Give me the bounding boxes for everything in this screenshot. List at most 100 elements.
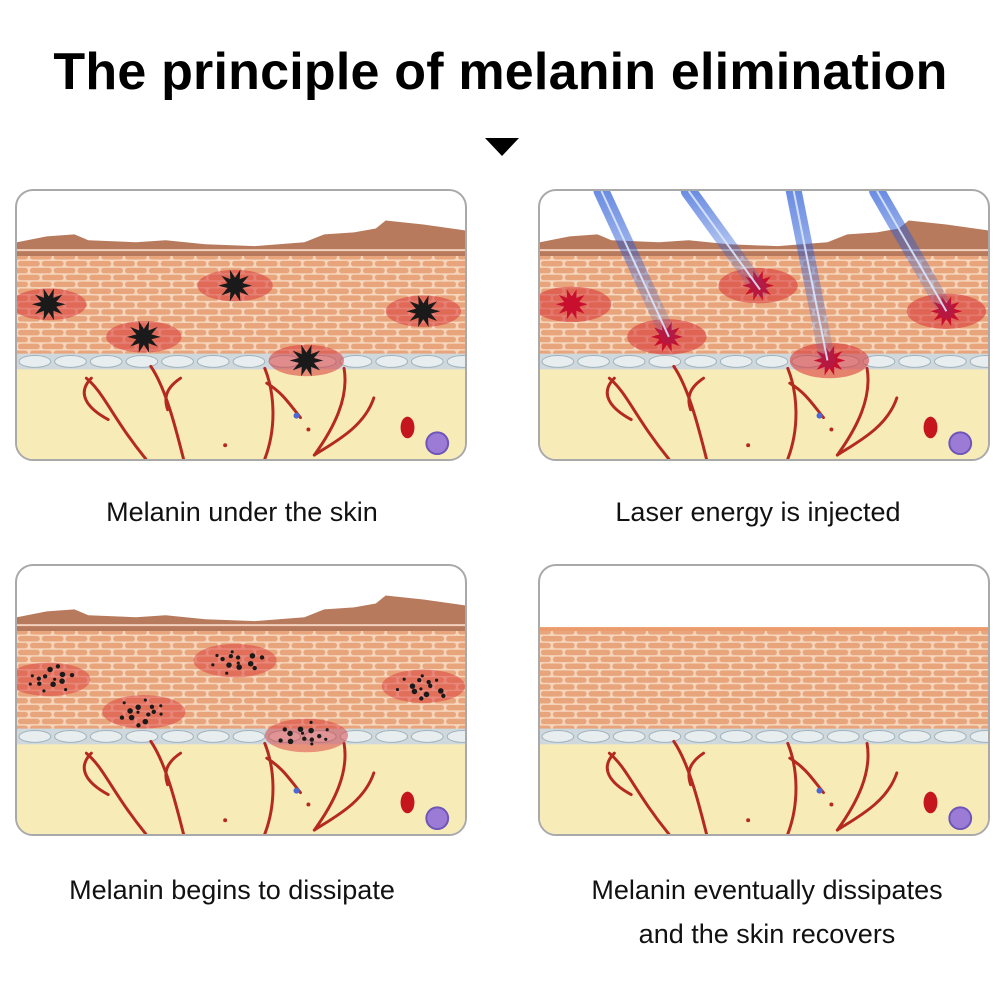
melanin-particle bbox=[423, 691, 430, 698]
cell-dot bbox=[223, 443, 228, 448]
caption-laser-injected: Laser energy is injected bbox=[615, 497, 901, 527]
melanin-particle bbox=[310, 742, 314, 746]
melanin-particle bbox=[211, 663, 215, 667]
immune-cell bbox=[425, 806, 450, 831]
melanin-particle bbox=[287, 730, 293, 737]
fading-zone bbox=[264, 718, 349, 753]
dermis-layer bbox=[17, 735, 465, 834]
immune-cell bbox=[948, 806, 973, 831]
blood-vessels bbox=[605, 364, 899, 459]
skin-illustration bbox=[540, 191, 988, 459]
melanin-particle bbox=[42, 689, 46, 693]
caption-line-1: Melanin eventually dissipates bbox=[591, 875, 943, 905]
basal-layer bbox=[540, 728, 988, 745]
melanin-particle bbox=[146, 712, 151, 717]
melanin-particle bbox=[69, 672, 75, 678]
stratum-corneum bbox=[17, 595, 465, 632]
melanin-particle bbox=[417, 677, 422, 683]
immune-cell bbox=[948, 431, 973, 456]
melanin-particle bbox=[59, 678, 65, 684]
melanin-particle bbox=[36, 676, 42, 681]
melanin-particle bbox=[149, 704, 155, 710]
cell-dot bbox=[746, 443, 751, 448]
melanin-particle bbox=[159, 704, 163, 708]
melanin-particle bbox=[259, 655, 265, 660]
panel-laser-injected bbox=[538, 189, 990, 461]
melanin-particle bbox=[37, 681, 42, 686]
melanin-particle bbox=[282, 727, 288, 732]
cell-dot bbox=[306, 802, 311, 807]
melanin-particle bbox=[409, 683, 416, 689]
melanin-cluster bbox=[31, 288, 66, 321]
melanin-particle bbox=[136, 710, 140, 714]
melanin-particle bbox=[420, 674, 424, 678]
melanin-particle bbox=[278, 738, 283, 743]
melanin-particle bbox=[235, 655, 241, 660]
melanin-particle bbox=[302, 736, 307, 741]
stratum-corneum bbox=[17, 220, 465, 257]
melanin-particle bbox=[128, 714, 135, 721]
laser-beam-core bbox=[687, 191, 761, 291]
cell-dot bbox=[293, 412, 300, 419]
melanin-particle bbox=[309, 737, 315, 742]
melanin-particle bbox=[136, 723, 141, 728]
caption-melanin-dissipating: Melanin begins to dissipate bbox=[69, 875, 395, 905]
red-blood-cell bbox=[923, 416, 938, 439]
laser-beam-core bbox=[876, 191, 948, 312]
basal-layer bbox=[17, 728, 465, 745]
melanin-particle bbox=[236, 661, 240, 665]
cell-dot bbox=[829, 802, 834, 807]
melanin-particle bbox=[309, 720, 313, 724]
cell-dot bbox=[746, 818, 751, 823]
skin-illustration bbox=[17, 220, 465, 459]
melanin-particle bbox=[151, 709, 156, 714]
melanin-particle bbox=[287, 738, 294, 745]
cell-dot bbox=[816, 787, 823, 794]
melanin-particle bbox=[395, 687, 400, 692]
melanin-particle bbox=[42, 674, 48, 679]
melanin-particle bbox=[300, 731, 305, 735]
heated-melanin bbox=[555, 289, 588, 320]
melanin-particle bbox=[317, 733, 322, 739]
melanin-particle bbox=[419, 696, 424, 701]
melanin-particle bbox=[228, 653, 234, 659]
melanin-particle bbox=[142, 718, 149, 725]
stratum-corneum bbox=[540, 220, 988, 257]
melanin-particle bbox=[225, 671, 229, 675]
melanin-particle bbox=[428, 683, 433, 688]
skin-illustration bbox=[540, 627, 988, 834]
panel-melanin-under-skin bbox=[15, 189, 467, 461]
melanin-particle bbox=[159, 712, 163, 716]
melanin-particle bbox=[236, 664, 242, 670]
melanin-particle bbox=[438, 688, 444, 694]
melanin-particle bbox=[53, 677, 57, 681]
melanin-particle bbox=[325, 728, 329, 732]
melanin-particle bbox=[28, 682, 32, 686]
laser-beam-core bbox=[792, 191, 829, 361]
melanin-particle bbox=[220, 656, 225, 662]
melanin-particle bbox=[324, 737, 328, 741]
caption-skin-recovered: Melanin eventually dissipates and the sk… bbox=[527, 868, 1001, 956]
cell-dot bbox=[816, 412, 823, 419]
dermis-layer bbox=[540, 735, 988, 834]
melanin-particle bbox=[419, 687, 423, 691]
melanin-particle bbox=[230, 650, 234, 654]
melanin-particle bbox=[30, 674, 34, 678]
melanin-particle bbox=[215, 653, 219, 658]
cell-dot bbox=[223, 818, 228, 823]
melanin-particle bbox=[119, 715, 125, 720]
melanin-particle bbox=[122, 701, 126, 705]
melanin-particle bbox=[50, 681, 56, 688]
caption-melanin-under-skin: Melanin under the skin bbox=[106, 497, 378, 527]
melanin-particle bbox=[402, 677, 406, 681]
page-title: The principle of melanin elimination bbox=[53, 43, 948, 101]
melanin-particle bbox=[441, 693, 446, 698]
laser-beam-core bbox=[600, 191, 670, 338]
melanin-particle bbox=[64, 688, 68, 692]
panel-skin-recovered bbox=[538, 564, 990, 836]
blood-vessels bbox=[605, 739, 899, 834]
epidermis-layer bbox=[540, 631, 988, 734]
melanin-particle bbox=[426, 679, 431, 685]
melanin-particle bbox=[297, 726, 304, 732]
dermis-layer bbox=[17, 360, 465, 459]
